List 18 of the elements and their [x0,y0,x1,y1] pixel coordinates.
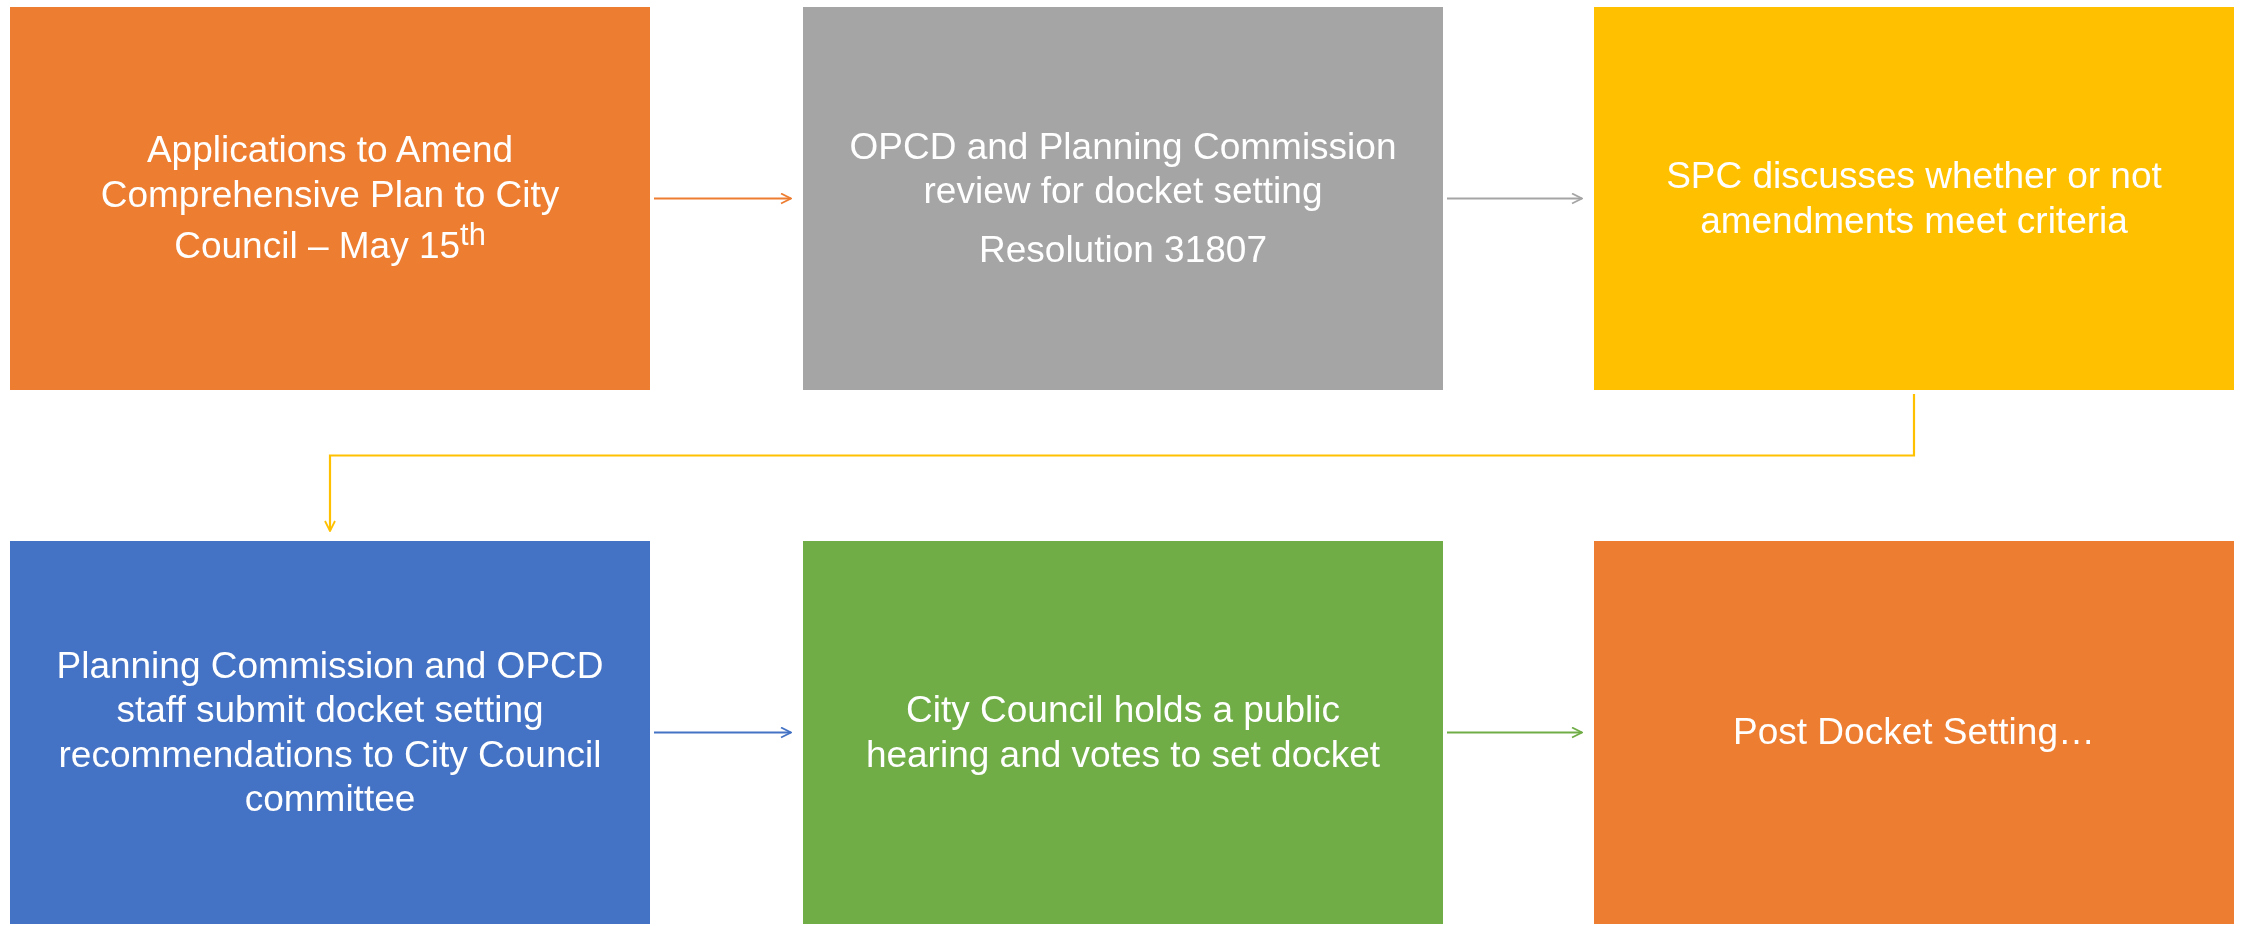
process-box [10,541,650,924]
process-box [10,7,650,390]
step-text: Resolution 31807 [979,227,1267,272]
step-text: OPCD and Planning Commission review for docket setting [848,124,1398,214]
arrow [654,192,792,205]
arrow [1447,192,1583,205]
process-box [803,541,1443,924]
step-text: Applications to Amend Comprehensive Plan to City Council – May 15$^{th}$ [99,128,561,269]
process-box [803,7,1443,390]
step-text: SPC discusses whether or not amendments meet criteria [1665,154,2163,243]
arrow [324,394,1916,532]
step-text: City Council holds a public hearing and votes to set docket [864,688,1382,777]
arrow [1447,726,1583,739]
step-text: Planning Commission and OPCD staff submit docket setting recommendations to City Council committee [55,643,605,821]
arrow [654,726,792,739]
step-text: Post Docket Setting… [1733,710,2095,755]
process-box [1594,7,2234,390]
process-box [1594,541,2234,924]
